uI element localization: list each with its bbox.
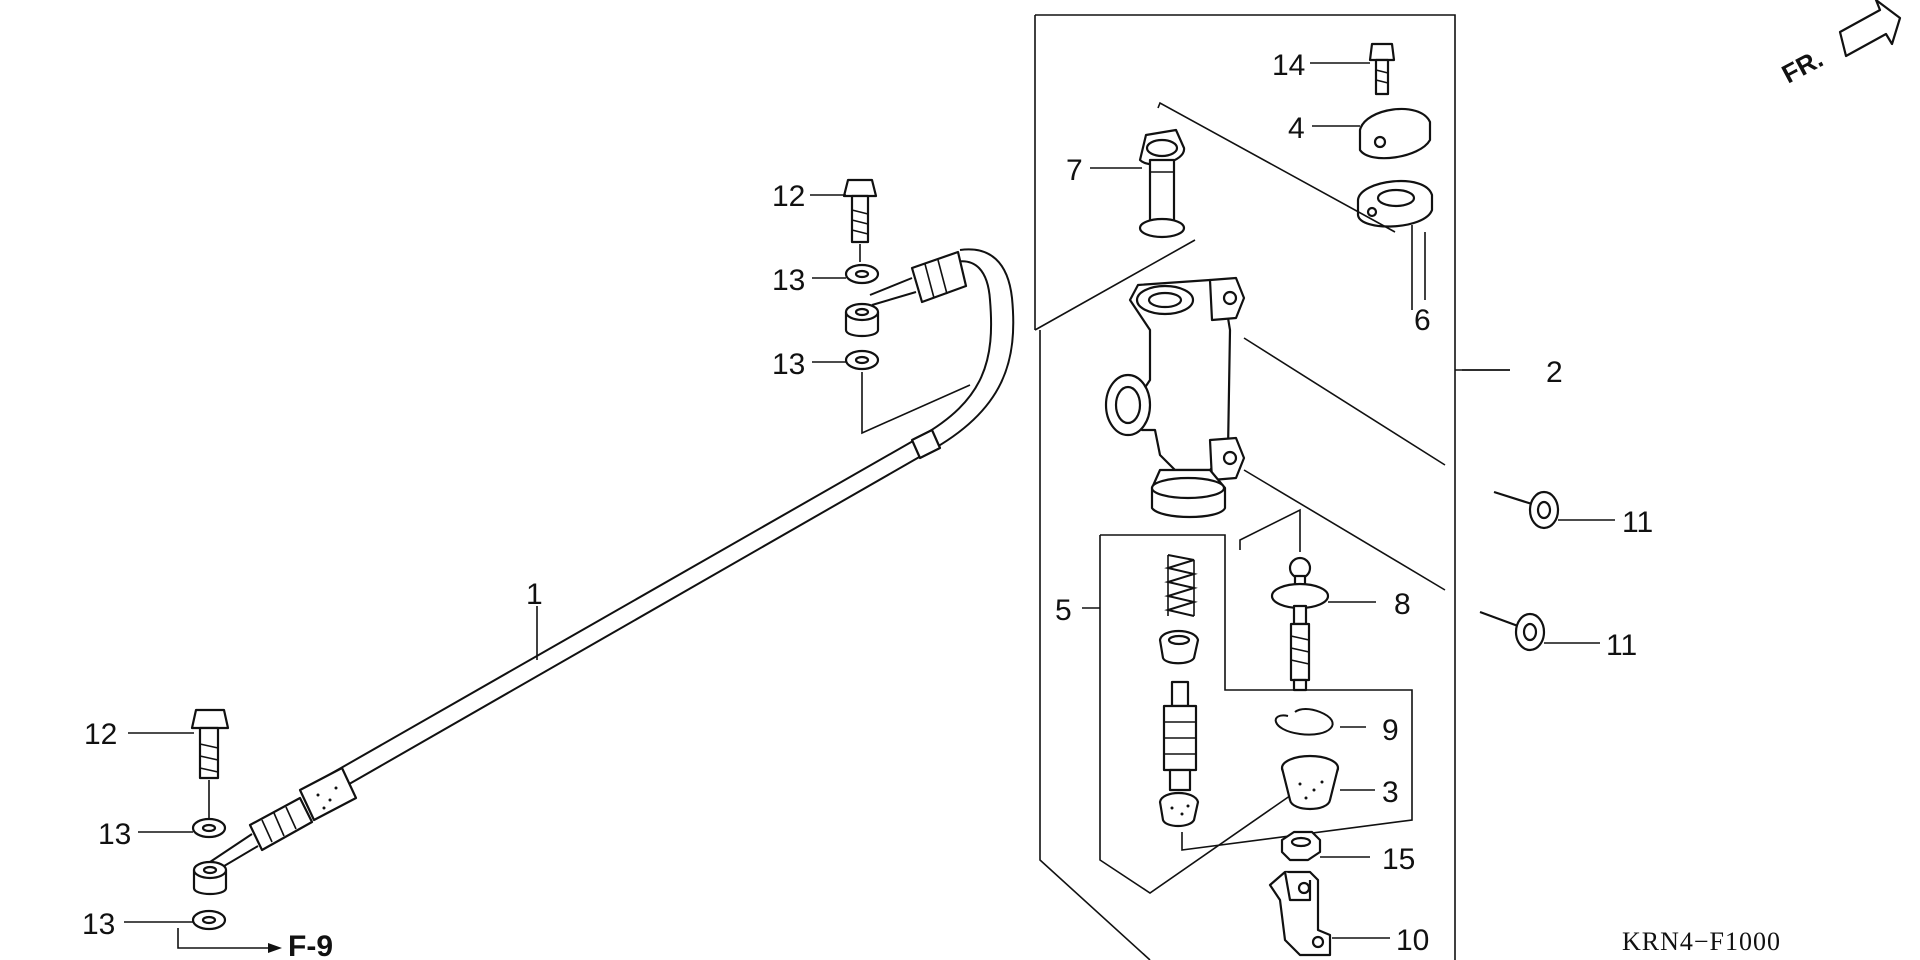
lower-banjo-group (177, 708, 282, 953)
reservoir-cap-group (1157, 42, 1434, 310)
callout-13-upper-2: 13 (772, 348, 805, 381)
assembly-boundary (1034, 14, 1510, 960)
reference-label: F-9 (288, 930, 333, 960)
dust-boot (1280, 754, 1340, 811)
callout-13-upper-1: 13 (772, 264, 805, 297)
reservoir-joint (1138, 128, 1186, 239)
secondary-cup (1158, 629, 1200, 665)
circlip (1274, 708, 1334, 736)
push-rod-group (1239, 508, 1340, 957)
callout-1: 1 (526, 578, 543, 611)
banjo-fitting-upper (844, 302, 880, 338)
callout-15: 15 (1382, 843, 1415, 876)
mounting-bolts (1243, 337, 1560, 652)
primary-cup (1158, 791, 1200, 828)
clevis (1268, 870, 1332, 957)
callout-11-upper: 11 (1622, 506, 1653, 539)
master-cylinder-body (1104, 276, 1246, 519)
banjo-fitting-lower (192, 860, 228, 896)
diagram-code: KRN4−F1000 (1622, 927, 1781, 956)
callout-3: 3 (1382, 776, 1399, 809)
callout-8: 8 (1394, 588, 1411, 621)
callout-11-lower: 11 (1606, 629, 1637, 662)
sealing-washer-upper-2 (844, 349, 880, 371)
reference-arrow-icon (268, 943, 282, 953)
brake-hose (209, 248, 1015, 873)
piston-spring (1164, 554, 1198, 617)
banjo-bolt-upper (842, 178, 878, 244)
front-direction-indicator: FR. (1777, 0, 1902, 89)
mounting-bolt-1 (1493, 490, 1560, 530)
front-arrow-icon (1838, 0, 1902, 58)
callout-2: 2 (1546, 356, 1563, 389)
callout-12-lower: 12 (84, 718, 117, 751)
callout-5: 5 (1055, 594, 1072, 627)
callout-9: 9 (1382, 714, 1399, 747)
callout-leaders (124, 62, 1615, 939)
sealing-washer-lower-2 (191, 909, 227, 931)
callout-4: 4 (1288, 112, 1305, 145)
sealing-washer-upper-1 (844, 263, 880, 285)
piston (1162, 680, 1198, 792)
piston-set (1099, 534, 1413, 894)
callout-13-lower-1: 13 (98, 818, 131, 851)
banjo-bolt-lower (190, 708, 230, 780)
callout-12-upper: 12 (772, 180, 805, 213)
callout-13-lower-2: 13 (82, 908, 115, 941)
lock-nut (1280, 830, 1322, 862)
mounting-bolt-2 (1479, 610, 1546, 652)
front-label: FR. (1777, 43, 1828, 89)
callout-labels: 1 2 3 4 5 6 7 8 9 10 11 11 12 12 13 13 1… (82, 49, 1653, 957)
callout-14: 14 (1272, 49, 1305, 82)
callout-7: 7 (1066, 154, 1083, 187)
sealing-washer-lower-1 (191, 817, 227, 839)
upper-banjo-group (842, 178, 971, 435)
push-rod (1270, 556, 1330, 692)
callout-6: 6 (1414, 304, 1431, 337)
callout-10: 10 (1396, 924, 1429, 957)
